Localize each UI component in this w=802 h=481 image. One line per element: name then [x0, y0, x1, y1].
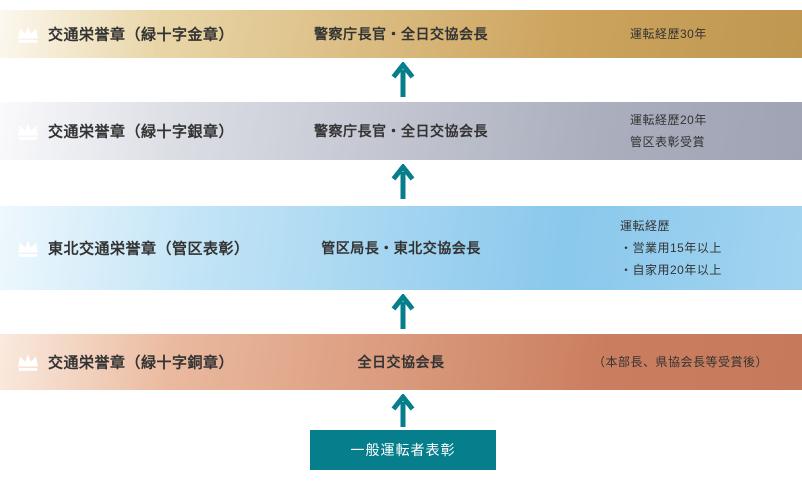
award-issuer: 管区局長・東北交協会長: [321, 240, 481, 256]
crown-icon: [16, 352, 40, 372]
up-arrow-icon: [390, 292, 416, 330]
award-title: 交通栄誉章（緑十字銀章）: [48, 123, 235, 141]
award-band-gold: 交通栄誉章（緑十字金章） 警察庁長官・全日交協会長 運転経歴30年: [0, 10, 802, 58]
crown-icon: [16, 24, 40, 44]
award-band-silver: 交通栄誉章（緑十字銀章） 警察庁長官・全日交協会長 運転経歴20年 管区表彰受賞: [0, 102, 802, 160]
award-title: 交通栄誉章（緑十字金章）: [48, 26, 235, 44]
base-commendation-box: 一般運転者表彰: [310, 430, 496, 470]
requirement-line: 運転経歴: [620, 219, 671, 233]
requirement-line: 運転経歴20年: [630, 113, 707, 127]
up-arrow-icon: [390, 60, 416, 98]
award-issuer: 全日交協会長: [357, 354, 445, 370]
requirement-line: 管区表彰受賞: [630, 135, 706, 149]
award-band-bronze: 交通栄誉章（緑十字銅章） 全日交協会長 （本部長、県協会長等受賞後）: [0, 334, 802, 390]
award-requirements: 運転経歴20年 管区表彰受賞: [630, 109, 707, 153]
requirement-line: （本部長、県協会長等受賞後）: [593, 355, 769, 369]
award-band-regional: 東北交通栄誉章（管区表彰） 管区局長・東北交協会長 運転経歴 ・営業用15年以上…: [0, 206, 802, 290]
requirement-line: 運転経歴30年: [630, 27, 707, 41]
award-title: 交通栄誉章（緑十字銅章）: [48, 354, 235, 372]
award-requirements: 運転経歴 ・営業用15年以上 ・自家用20年以上: [620, 215, 722, 281]
crown-icon: [16, 121, 40, 141]
base-commendation-label: 一般運転者表彰: [350, 442, 456, 458]
requirement-line: ・営業用15年以上: [620, 241, 722, 255]
crown-icon: [16, 238, 40, 258]
award-requirements: （本部長、県協会長等受賞後）: [593, 351, 768, 373]
up-arrow-icon: [390, 392, 416, 428]
award-requirements: 運転経歴30年: [630, 23, 707, 45]
award-issuer: 警察庁長官・全日交協会長: [314, 123, 488, 139]
up-arrow-icon: [390, 162, 416, 200]
award-title: 東北交通栄誉章（管区表彰）: [48, 240, 250, 258]
award-issuer: 警察庁長官・全日交協会長: [314, 26, 488, 42]
requirement-line: ・自家用20年以上: [620, 263, 722, 277]
